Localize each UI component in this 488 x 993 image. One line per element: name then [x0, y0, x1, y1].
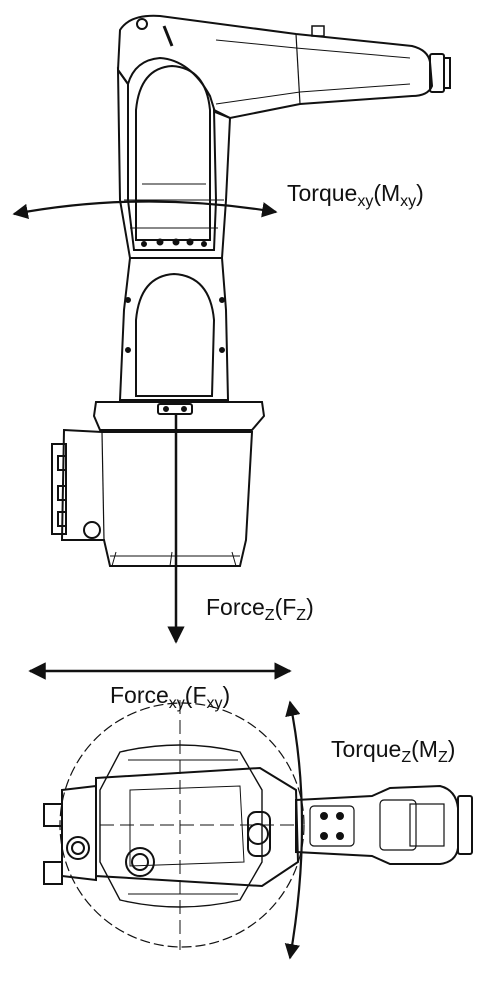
- force-xy-label: Forcexy(Fxy): [110, 682, 231, 712]
- torque-xy-label: Torquexy(Mxy): [287, 180, 424, 210]
- robot-top-view: [43, 700, 473, 950]
- base-body: [51, 401, 266, 567]
- forearm-link: [116, 14, 451, 120]
- upper-arm-link: [116, 64, 232, 259]
- force-z-label: ForceZ(FZ): [206, 594, 314, 624]
- torque-z-arrow: [284, 700, 304, 960]
- robot-side-view: [51, 14, 451, 567]
- lower-arm-link: [118, 257, 230, 401]
- torque-xy-arrow: [12, 200, 278, 220]
- torque-z-label: TorqueZ(MZ): [331, 736, 456, 766]
